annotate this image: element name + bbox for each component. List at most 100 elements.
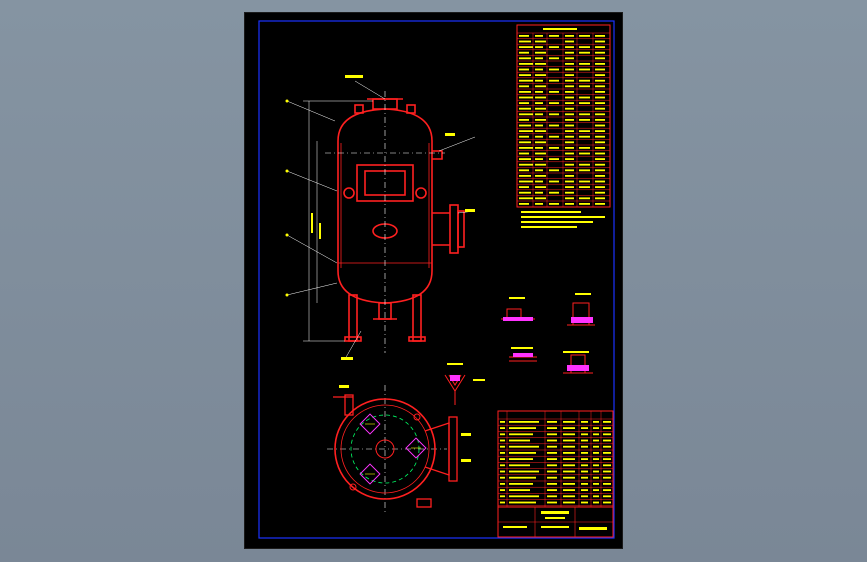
table-text-mark xyxy=(581,470,588,473)
table-text-mark xyxy=(603,489,611,491)
table-text-mark xyxy=(565,102,574,104)
table-text-mark xyxy=(579,147,590,149)
table-text-mark xyxy=(563,464,575,467)
table-text-mark xyxy=(519,147,533,149)
table-text-mark xyxy=(579,79,590,82)
table-text-mark xyxy=(603,427,611,429)
table-text-mark xyxy=(563,501,575,504)
table-text-mark xyxy=(549,35,559,37)
table-text-mark xyxy=(595,135,605,138)
table-text-mark xyxy=(519,186,529,188)
table-text-mark xyxy=(500,458,505,460)
table-text-mark xyxy=(593,495,599,498)
table-text-mark xyxy=(595,169,605,172)
table-text-mark xyxy=(565,135,574,138)
table-text-mark xyxy=(593,464,599,467)
table-text-mark xyxy=(595,63,605,65)
table-text-mark xyxy=(509,495,539,498)
table-text-mark xyxy=(579,85,590,88)
table-text-mark xyxy=(563,489,575,491)
table-text-mark xyxy=(519,46,533,48)
table-text-mark xyxy=(547,439,557,442)
table-text-mark xyxy=(519,68,529,71)
table-text-mark xyxy=(563,439,575,442)
table-text-mark xyxy=(549,79,559,82)
table-text-mark xyxy=(581,421,588,423)
drawing-sheet[interactable] xyxy=(245,13,622,548)
table-text-mark xyxy=(535,40,546,43)
table-text-mark xyxy=(547,452,557,454)
table-text-mark xyxy=(519,141,531,144)
parts-list-table xyxy=(497,410,614,538)
sheet-border xyxy=(258,20,615,539)
table-text-mark xyxy=(595,141,605,144)
table-text-mark xyxy=(519,180,533,183)
table-text-mark xyxy=(547,483,557,485)
table-text-mark xyxy=(595,203,605,205)
table-text-mark xyxy=(581,433,588,436)
table-text-mark xyxy=(563,445,575,448)
table-text-mark xyxy=(595,152,605,155)
dimension-lines xyxy=(286,80,476,360)
table-text-mark xyxy=(519,191,531,194)
table-text-mark xyxy=(593,476,599,479)
table-text-mark xyxy=(595,158,605,160)
pressure-vessel-drawing xyxy=(258,20,615,539)
table-text-mark xyxy=(595,107,605,110)
design-data-table xyxy=(516,24,611,208)
table-text-mark xyxy=(581,476,588,479)
table-text-mark xyxy=(563,495,575,498)
table-text-mark xyxy=(519,91,531,93)
plan-dimension-text xyxy=(339,385,471,462)
table-text-mark xyxy=(565,63,574,65)
table-text-mark xyxy=(603,470,611,473)
table-text-mark xyxy=(519,79,533,82)
table-text-mark xyxy=(547,458,557,460)
table-text-mark xyxy=(563,421,575,423)
table-text-mark xyxy=(593,452,599,454)
table-text-mark xyxy=(519,169,529,172)
table-text-mark xyxy=(519,203,529,205)
table-text-mark xyxy=(500,501,505,504)
table-text-mark xyxy=(547,445,557,448)
table-text-mark xyxy=(603,439,611,442)
table-text-mark xyxy=(565,57,574,60)
table-text-mark xyxy=(563,427,575,429)
table-text-mark xyxy=(509,501,536,504)
table-text-mark xyxy=(535,203,543,205)
table-text-mark xyxy=(535,96,546,99)
table-text-mark xyxy=(519,158,531,160)
table-text-mark xyxy=(593,458,599,460)
table-text-mark xyxy=(519,51,529,54)
table-text-mark xyxy=(535,102,543,104)
table-text-mark xyxy=(519,107,531,110)
table-text-mark xyxy=(579,102,590,104)
table-text-mark xyxy=(535,74,546,76)
table-text-mark xyxy=(519,130,533,132)
table-text-mark xyxy=(565,79,574,82)
table-text-mark xyxy=(509,458,533,460)
table-text-mark xyxy=(509,421,539,423)
table-text-mark xyxy=(595,175,605,177)
table-text-mark xyxy=(549,57,559,60)
table-text-mark xyxy=(593,427,599,429)
table-text-mark xyxy=(595,197,605,200)
table-text-mark xyxy=(579,180,590,183)
table-text-mark xyxy=(595,35,605,37)
table-text-mark xyxy=(595,124,605,127)
table-text-mark xyxy=(595,163,605,166)
table-text-mark xyxy=(593,439,599,442)
table-text-mark xyxy=(565,197,574,200)
title-block xyxy=(497,506,614,538)
table-text-mark xyxy=(595,180,605,183)
table-text-mark xyxy=(595,79,605,82)
table-text-mark xyxy=(535,175,546,177)
table-text-mark xyxy=(509,464,530,467)
table-text-mark xyxy=(579,152,590,155)
table-text-mark xyxy=(549,46,559,48)
table-text-mark xyxy=(549,169,559,172)
table-text-mark xyxy=(509,470,539,473)
table-text-mark xyxy=(581,427,588,429)
table-text-mark xyxy=(519,197,533,200)
